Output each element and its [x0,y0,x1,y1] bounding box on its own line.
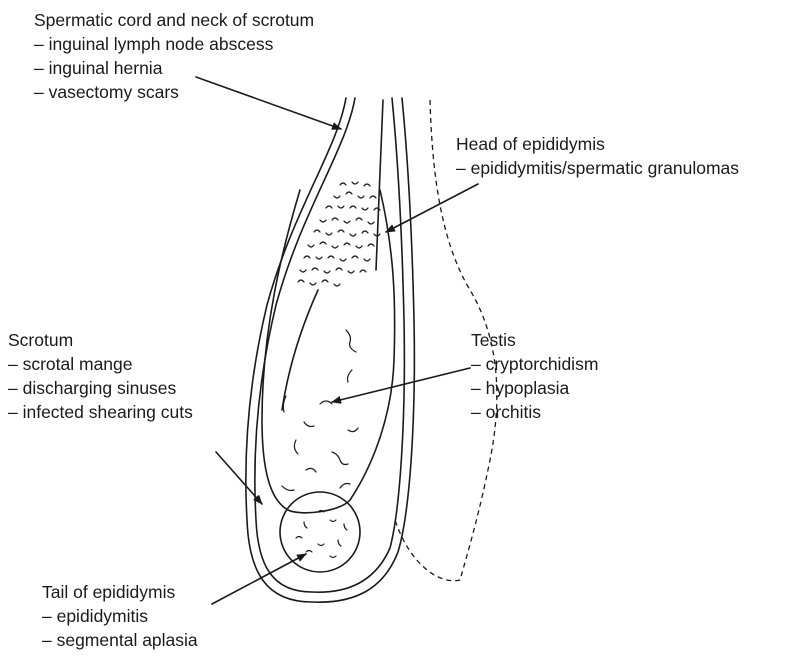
scrotum-outer-wall [255,98,405,592]
spermatic-cord [376,100,383,270]
callout-item: – segmental aplasia [42,628,198,652]
callout-title: Head of epididymis [456,132,739,156]
callout-title: Scrotum [8,328,193,352]
testis-inner-fold [282,290,318,410]
callout-item: – discharging sinuses [8,376,193,400]
epididymis-tail-texture [296,511,347,558]
callout-item: – hypoplasia [471,376,598,400]
callout-scrotum: Scrotum – scrotal mange – discharging si… [8,328,193,424]
callout-item: – infected shearing cuts [8,400,193,424]
callout-title: Testis [471,328,598,352]
callout-item: – cryptorchidism [471,352,598,376]
callout-testis: Testis – cryptorchidism – hypoplasia – o… [471,328,598,424]
callout-item: – orchitis [471,400,598,424]
callout-item: – epididymitis [42,604,198,628]
scrotum-inner-wall [246,98,415,602]
callout-title: Tail of epididymis [42,580,198,604]
callout-tail-of-epididymis: Tail of epididymis – epididymitis – segm… [42,580,198,652]
callout-head-of-epididymis: Head of epididymis – epididymitis/sperma… [456,132,739,180]
arrow-tail-of-epididymis [212,554,306,604]
callout-item: – inguinal lymph node abscess [34,32,314,56]
callout-title: Spermatic cord and neck of scrotum [34,8,314,32]
epididymis-tail [280,492,360,572]
testis-texture [282,330,358,491]
callout-item: – epididymitis/spermatic granulomas [456,156,739,180]
callout-item: – vasectomy scars [34,80,314,104]
arrow-testis [332,368,470,402]
testis-outline [262,190,395,513]
epididymis-head-texture [298,182,380,286]
callout-item: – inguinal hernia [34,56,314,80]
callout-item: – scrotal mange [8,352,193,376]
callout-spermatic-cord: Spermatic cord and neck of scrotum – ing… [34,8,314,104]
